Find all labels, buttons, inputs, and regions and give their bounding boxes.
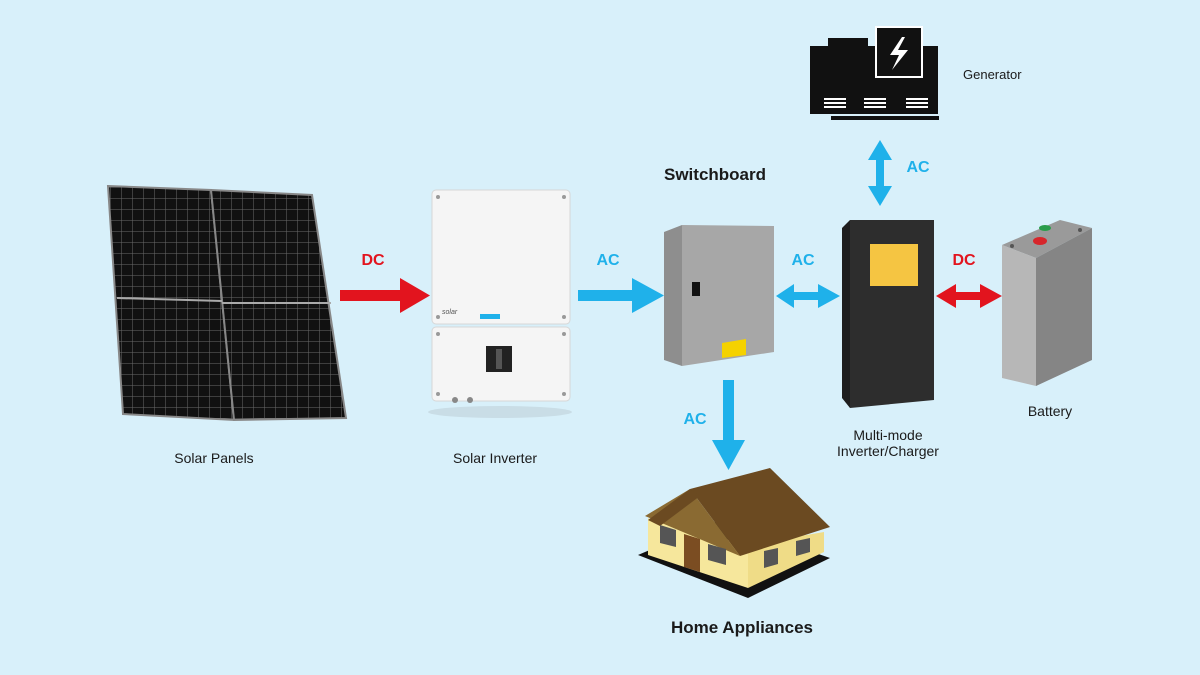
battery-image bbox=[1002, 220, 1092, 386]
battery-label: Battery bbox=[1027, 403, 1073, 419]
solar-inverter-label: Solar Inverter bbox=[452, 450, 538, 466]
generator-image bbox=[810, 26, 939, 120]
solar-panels-label: Solar Panels bbox=[174, 450, 254, 466]
flow-label-panels-to-inverter: DC bbox=[361, 252, 385, 269]
home-appliances-label: Home Appliances bbox=[670, 618, 814, 637]
inverter-charger-label-line1: Multi-mode bbox=[853, 427, 923, 443]
arrow-generator-charger bbox=[868, 140, 892, 206]
flow-label-switchboard-to-charger: AC bbox=[791, 252, 815, 269]
arrow-switchboard-to-home bbox=[712, 380, 745, 470]
arrow-charger-battery bbox=[936, 284, 1002, 308]
flow-label-charger-to-battery: DC bbox=[952, 252, 976, 269]
flow-label-inverter-to-switchboard: AC bbox=[596, 252, 620, 269]
inverter-brand-text: solar bbox=[442, 309, 458, 316]
flow-label-switchboard-to-home: AC bbox=[683, 411, 707, 428]
inverter-charger-label-line2: Inverter/Charger bbox=[837, 443, 939, 459]
house-image bbox=[638, 468, 830, 598]
switchboard-image bbox=[664, 225, 774, 366]
arrow-switchboard-charger bbox=[776, 284, 840, 308]
inverter-charger-image bbox=[842, 220, 934, 408]
generator-label: Generator bbox=[963, 67, 1022, 82]
switchboard-label: Switchboard bbox=[663, 165, 767, 184]
arrow-panels-to-inverter bbox=[340, 278, 430, 313]
flow-label-generator-to-charger: AC bbox=[906, 159, 930, 176]
arrow-inverter-to-switchboard bbox=[578, 278, 664, 313]
solar-inverter-image bbox=[428, 189, 572, 418]
solar-panels-image bbox=[106, 184, 348, 422]
